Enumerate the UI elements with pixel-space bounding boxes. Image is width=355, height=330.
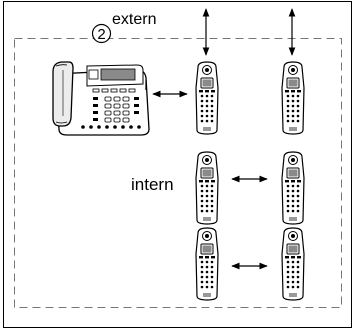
handset-icon (195, 61, 219, 135)
label-intern: intern (131, 175, 174, 194)
handset-icon (195, 151, 219, 225)
marker-badge: 2 (91, 23, 112, 44)
handset-icon (281, 151, 305, 225)
handset-icon (281, 227, 305, 301)
marker-number: 2 (97, 26, 105, 43)
handset-icon (195, 227, 219, 301)
outer-frame (3, 1, 352, 328)
base-station-icon (52, 61, 150, 136)
dashed-boundary (14, 38, 342, 308)
label-extern: extern (112, 11, 156, 28)
handset-icon (281, 61, 305, 135)
